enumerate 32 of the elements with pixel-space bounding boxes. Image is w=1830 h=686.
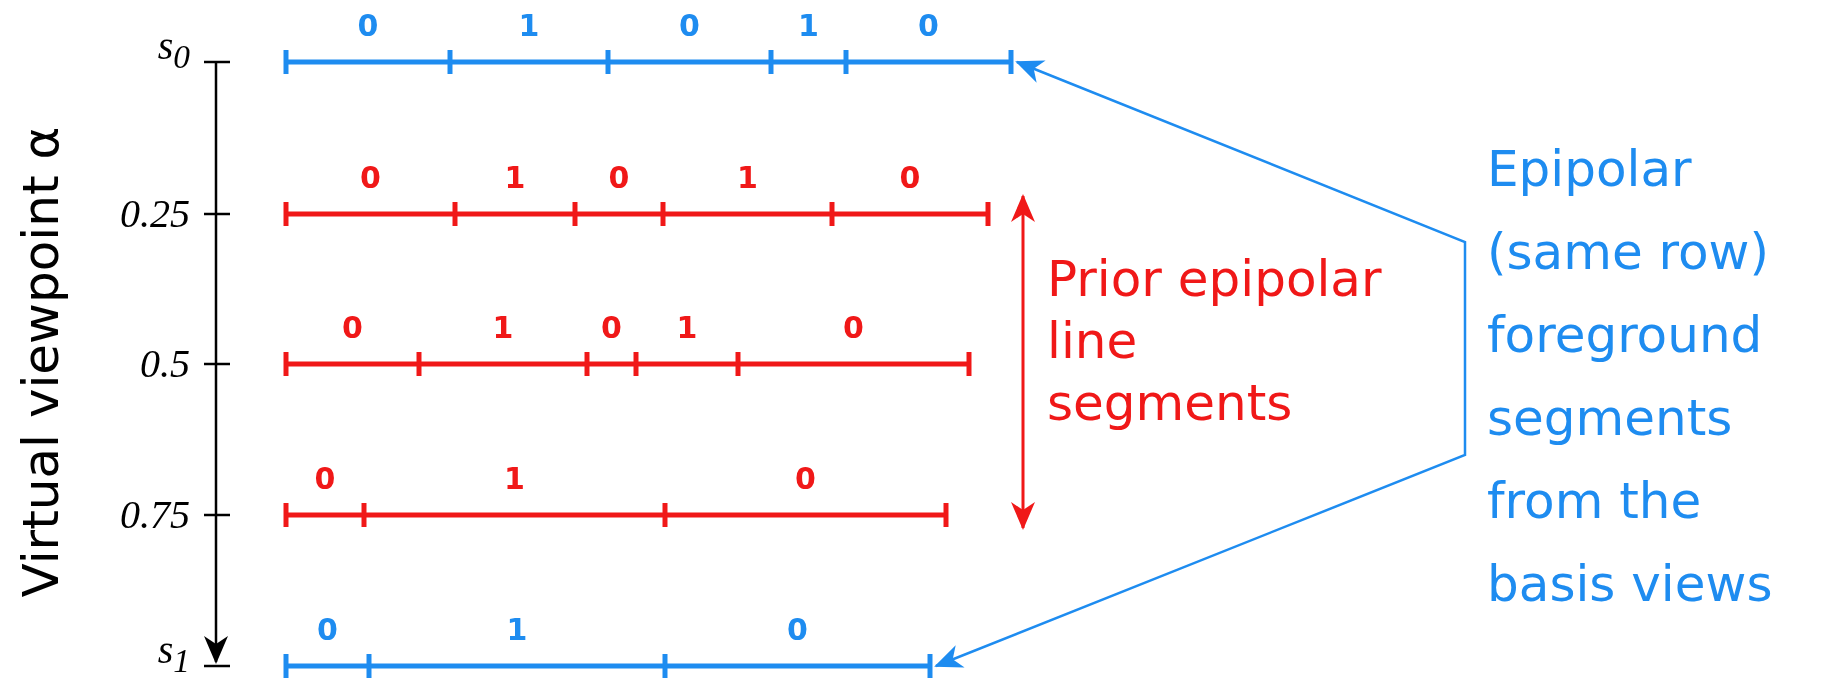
segment-digit: 0 <box>795 464 816 494</box>
annotation-text: Prior epipolar line segments <box>1047 249 1383 434</box>
segment-digit: 1 <box>676 313 698 343</box>
segment-digit: 0 <box>843 313 864 343</box>
tick-label: s$_{1}$ <box>156 630 190 678</box>
connector-arrow <box>1015 60 1467 349</box>
segment-digit: 1 <box>506 615 528 645</box>
segment-digit: 0 <box>360 163 381 193</box>
segment-digit: 0 <box>342 313 363 343</box>
segment-digit: 0 <box>899 163 921 193</box>
segment-digit: 0 <box>357 11 379 41</box>
segment-digit: 0 <box>314 464 336 494</box>
axis-title: Virtual viewpoint α <box>16 126 66 598</box>
segment-digit: 1 <box>492 313 514 343</box>
segmented-line <box>283 652 933 680</box>
segment-digit: 0 <box>918 11 939 41</box>
segment-digit: 0 <box>608 163 630 193</box>
tick-label: 0.5 <box>139 344 190 384</box>
connector-arrow <box>934 349 1467 668</box>
segment-digit: 1 <box>504 163 526 193</box>
segment-digit: 1 <box>518 11 540 41</box>
tick-label: 0.75 <box>119 495 190 535</box>
segment-digit: 1 <box>504 464 525 494</box>
segment-digit: 0 <box>317 615 338 645</box>
segment-digit: 1 <box>737 163 758 193</box>
segment-digit: 0 <box>787 615 808 645</box>
segment-digit: 1 <box>798 11 819 41</box>
segmented-line <box>283 48 1014 76</box>
segment-digit: 0 <box>601 313 622 343</box>
callout-text: Epipolar (same row) foreground segments from the basis views <box>1465 128 1810 626</box>
segment-digit: 0 <box>679 11 700 41</box>
tick-label: s$_{0}$ <box>156 26 190 74</box>
